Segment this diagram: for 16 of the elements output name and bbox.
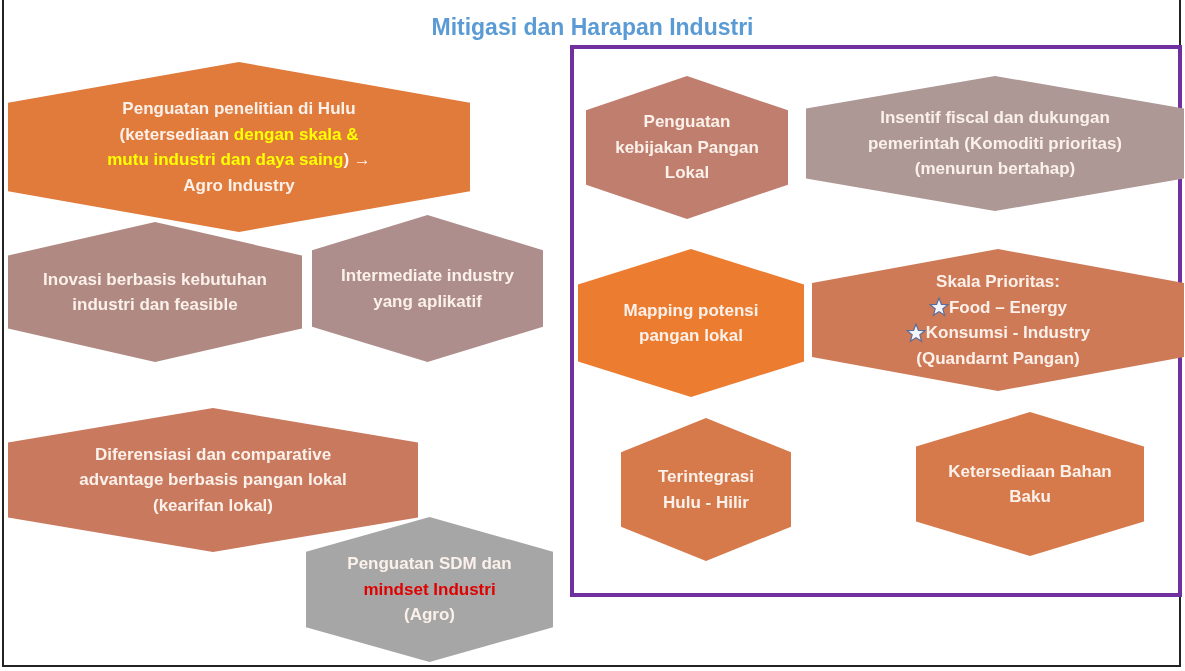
- node-text: Penguatan penelitian di Hulu (ketersediaan dengan skala & mutu industri dan daya saing) → Agro Industry: [106, 98, 372, 197]
- group-frame: [570, 45, 1182, 597]
- diagram-title: Mitigasi dan Harapan Industri: [430, 14, 755, 41]
- node-text: Inovasi berbasis kebutuhan industri dan feasible: [42, 268, 268, 316]
- node-text: Penguatan SDM dan mindset Industri (Agro): [346, 553, 513, 627]
- node-text: Food – Energy: [948, 296, 1068, 319]
- node-text: (Quandarnt Pangan): [916, 347, 1080, 370]
- node-text: Skala Prioritas:: [936, 271, 1060, 293]
- node-text: Intermediate industry yang aplikatif: [340, 265, 515, 313]
- node-text: Ketersediaan Bahan Baku: [947, 460, 1113, 508]
- node-text: Penguatan kebijakan Pangan Lokal: [614, 111, 760, 185]
- node-text: Diferensiasi dan comparative advantage berbasis pangan lokal (kearifan lokal): [78, 443, 348, 517]
- node-text: Insentif fiscal dan dukungan pemerintah (Komoditi prioritas) (menurun bertahap): [866, 107, 1124, 181]
- node-text: Terintegrasi Hulu - Hilir: [656, 466, 756, 514]
- node-text: Konsumsi - Industry: [925, 322, 1091, 344]
- node-text: Mapping potensi pangan lokal: [622, 299, 760, 347]
